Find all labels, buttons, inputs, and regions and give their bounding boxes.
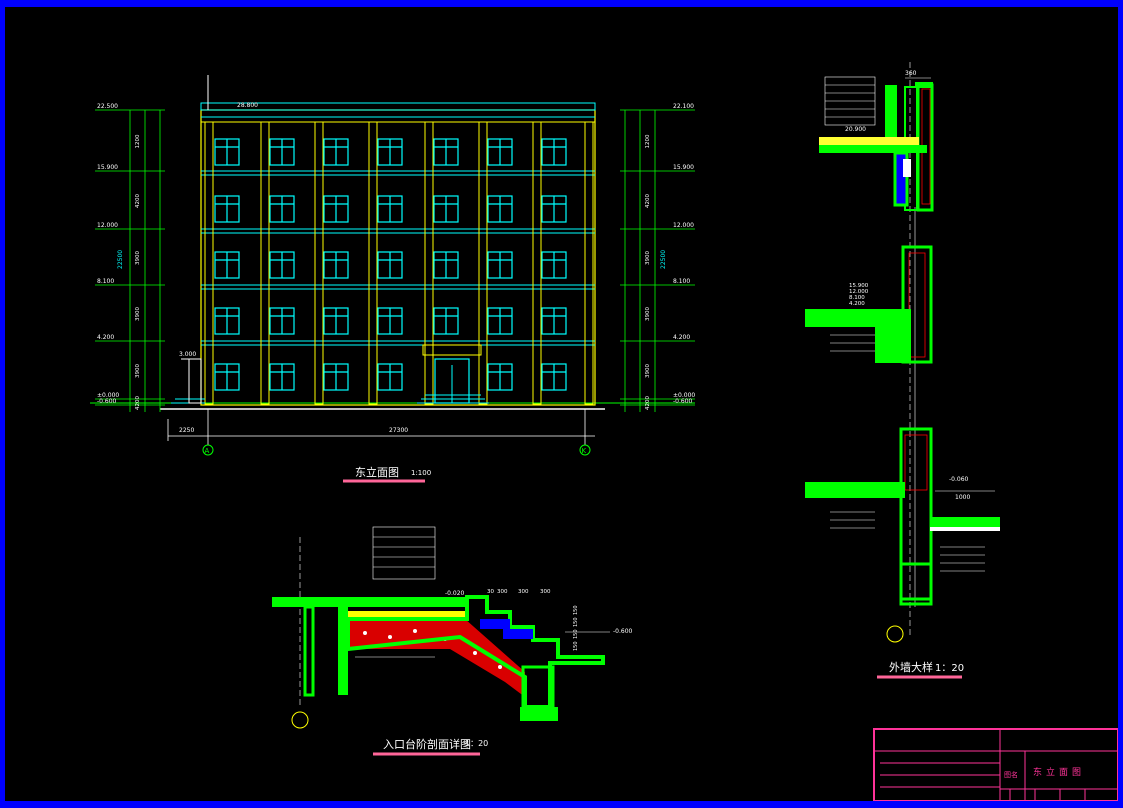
level-label-left: 15.900 [97,164,118,171]
dim-label-left: 1200 [135,134,141,148]
total-height-left: 22500 [117,250,124,269]
roof-level: 20.900 [845,126,866,133]
axis-bubble-k [579,444,591,456]
riser-dim: 150 [573,617,579,627]
entrance-top-level: -0.020 [445,590,465,597]
side-width-dim: 2250 [179,427,194,434]
top-level-label: 28.800 [237,102,258,109]
entrance-bubble [291,711,309,729]
floor-level-1: 15.900 [849,283,869,289]
dims-right: 1200 4200 3900 3900 3900 4200 [645,134,651,410]
floor-level-4: 4.200 [849,301,865,307]
level-label-left: 8.100 [97,278,114,285]
dims-left: 1200 4200 3900 3900 3900 4200 [135,134,141,410]
step-dim: 300 [518,589,529,595]
entrance-bottom-level: -0.600 [613,628,633,635]
total-height-right: 22500 [660,250,667,269]
axis-label-a: A [205,447,210,455]
dim-label-left: 4200 [135,396,141,410]
wall-detail-title: 外墙大样 [889,660,933,674]
step-dim: 30 [487,589,494,595]
entrance-title: 入口台阶剖面详图 [383,737,471,751]
dim-label-left: 3900 [135,364,141,378]
wall-detail: 20.900 360 15.900 12.000 8.100 4.200 -0.… [805,62,1000,679]
dim-label-right: 1200 [645,134,651,148]
level-label-right: 4.200 [673,334,690,341]
riser-dim: 150 [573,641,579,651]
levels-right: 22.100 15.900 12.000 8.100 4.200 ±0.000-0.600 [673,103,695,405]
ground-level: -0.060 [949,476,969,483]
step-dim: 300 [540,589,551,595]
level-label-right: 22.100 [673,103,694,110]
elevation-scale: 1:100 [411,469,431,477]
wall-detail-scale: 1：20 [935,663,964,674]
dim-label-left: 3900 [135,307,141,321]
wall-detail-bubble [886,625,904,643]
dim-label-left: 3900 [135,251,141,265]
dim-label-right: 3900 [645,364,651,378]
riser-dim: 150 [573,605,579,615]
level-label-left: -0.600 [97,398,117,405]
dim-label-left: 4200 [135,194,141,208]
level-label-right: 12.000 [673,222,694,229]
step-dim: 300 [497,589,508,595]
dim-label-right: 4200 [645,396,651,410]
axis-label-k: K [582,447,587,455]
dim-label-right: 4200 [645,194,651,208]
dim-label-right: 3900 [645,307,651,321]
level-label-right: 15.900 [673,164,694,171]
floor-level-2: 12.000 [849,289,869,295]
level-label-left: ±0.000 [97,392,119,399]
entrance-scale: 1：20 [465,739,488,748]
dim-label-right: 3900 [645,251,651,265]
levels-left: 22.500 15.900 12.000 8.100 4.200 ±0.000-0.600 [97,103,119,405]
level-label-left: 4.200 [97,334,114,341]
level-label-right: ±0.000 [673,392,695,399]
level-label-right: 8.100 [673,278,690,285]
total-width-dim: 27300 [389,427,408,434]
riser-dim: 150 [573,629,579,639]
axis-bubble-a [202,444,214,456]
cad-canvas: 3.000 28.800 22.50015.90012.0008.1004.20… [90,62,1118,801]
east-elevation: 3.000 28.800 22.500 15.900 12.000 8.100 4.20… [90,75,695,483]
floor-level-3: 8.100 [849,295,865,301]
title-block [873,728,1118,801]
level-label-left: 22.500 [97,103,118,110]
level-label-left: 12.000 [97,222,118,229]
level-label-right: -0.600 [673,398,693,405]
title-block-drawing-name: 东立面图 [1033,766,1085,778]
wall-width-dim: 360 [905,70,917,77]
ground-dim: 1000 [955,494,970,501]
elevation-title: 东立面图 [355,465,399,479]
title-block-label: 图名 [1004,770,1018,779]
canopy-level: 3.000 [179,351,196,358]
